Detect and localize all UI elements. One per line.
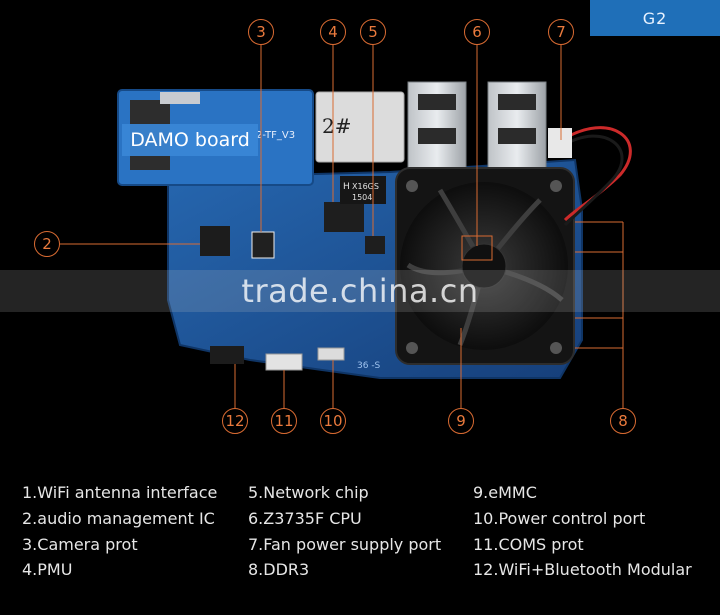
callout-8: 8 <box>610 408 636 434</box>
legend-item: 11.COMS prot <box>473 534 584 554</box>
fan-screw-bl <box>406 342 418 354</box>
legend-item: 4.PMU <box>22 560 73 580</box>
watermark-text: trade.china.cn <box>241 272 479 310</box>
silkscreen-side: 36 -S <box>357 361 381 371</box>
legend-item: 10.Power control port <box>473 508 646 528</box>
fan-connector <box>548 128 572 158</box>
usb-port-left-slot-1 <box>418 94 456 110</box>
callout-4: 4 <box>320 19 346 45</box>
power-control-port <box>317 347 345 361</box>
callout-5: 5 <box>360 19 386 45</box>
callout-2: 2 <box>34 231 60 257</box>
chip-brand: H <box>343 182 350 192</box>
leader-lines <box>60 45 624 408</box>
silkscreen-2: 2# <box>322 114 351 138</box>
callout-6: 6 <box>464 19 490 45</box>
wifi-antenna-connector <box>160 92 200 104</box>
usb-port-left-slot-2 <box>418 128 456 144</box>
legend-item: 2.audio management IC <box>22 508 215 528</box>
chip-cpu <box>340 176 386 204</box>
wifi-bt-module-header <box>210 346 244 364</box>
chip-audio <box>200 226 230 256</box>
callout-3: 3 <box>248 19 274 45</box>
silkscreen-tf: 2-TF_V3 <box>256 130 295 141</box>
legend-item: 12.WiFi+Bluetooth Modular <box>473 560 692 580</box>
callout-10: 10 <box>320 408 346 434</box>
legend-item: 8.DDR3 <box>248 560 310 580</box>
callout-9: 9 <box>448 408 474 434</box>
callout-12: 12 <box>222 408 248 434</box>
cpu-highlight-box <box>461 235 493 261</box>
usb-port-right-slot-2 <box>498 128 536 144</box>
fan-screw-tr <box>550 180 562 192</box>
usb-port-right-slot-1 <box>498 94 536 110</box>
board-label: DAMO board <box>122 124 258 156</box>
fan-wire-black <box>561 134 624 227</box>
fan-screw-tl <box>406 180 418 192</box>
usb-port-right <box>487 81 547 171</box>
label-sticker <box>315 91 405 163</box>
fan-wire-red <box>561 126 632 222</box>
legend-item: 7.Fan power supply port <box>248 534 442 554</box>
chip-pmu <box>324 202 364 232</box>
fan-screw-br <box>550 342 562 354</box>
component-legend: 1.WiFi antenna interface 5.Network chip … <box>22 482 712 582</box>
chip-camera-port <box>251 231 275 259</box>
callout-11: 11 <box>271 408 297 434</box>
chip-date: 1504 <box>352 193 372 202</box>
chip-code: X16GS <box>352 182 379 191</box>
legend-item: 1.WiFi antenna interface <box>22 483 218 502</box>
legend-item: 5.Network chip <box>248 483 369 502</box>
watermark-band <box>0 270 720 312</box>
chip-network <box>365 236 385 254</box>
legend-item: 9.eMMC <box>473 483 537 502</box>
legend-item: 3.Camera prot <box>22 534 138 554</box>
coms-port <box>265 353 303 371</box>
fan-hub <box>461 243 507 289</box>
legend-item: 6.Z3735F CPU <box>248 508 362 528</box>
model-tag: G2 <box>590 0 720 36</box>
callout-7: 7 <box>548 19 574 45</box>
